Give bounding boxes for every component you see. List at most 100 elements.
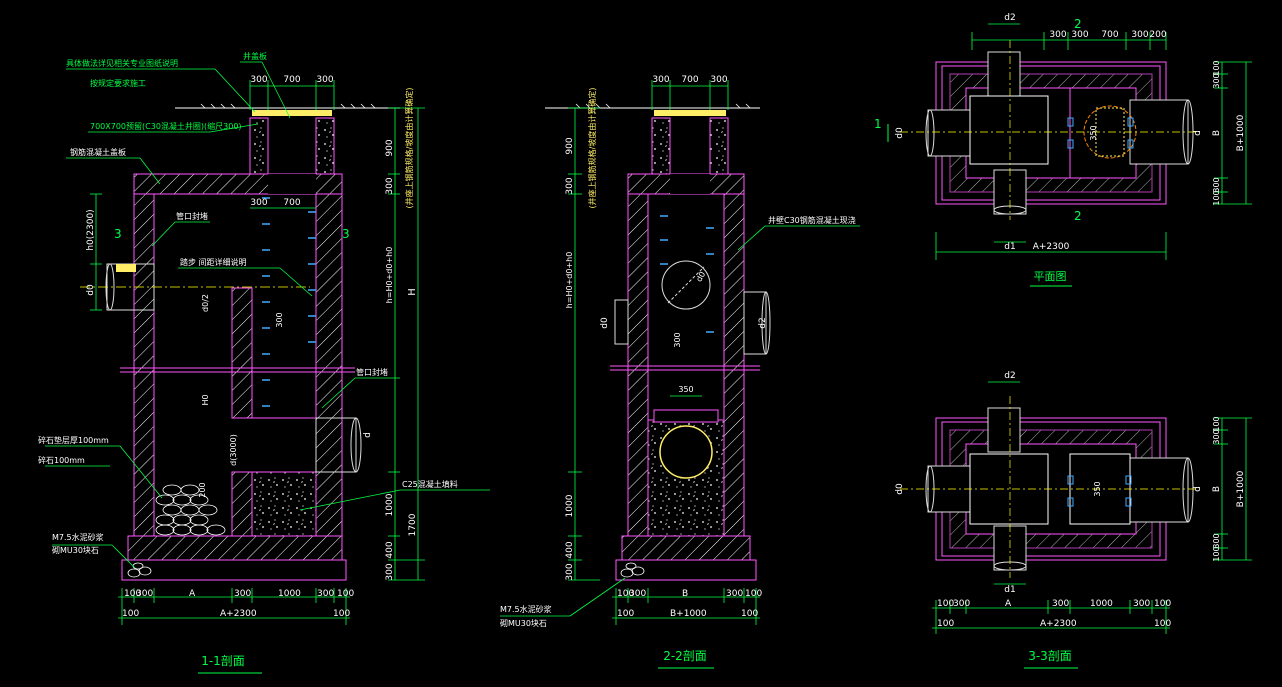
s1-inner-v-5: 200	[198, 482, 207, 497]
s2-inner-2: d2	[758, 317, 768, 328]
plan-pipe-top	[987, 51, 1021, 97]
s2-bot-total-1: 100	[617, 609, 634, 619]
s2-side-note: (井座上钢筋规格/坡度由计算确定)	[587, 88, 597, 209]
outlet-pipe-right	[315, 417, 357, 473]
neck-wall-left	[249, 117, 269, 175]
s1-top-note-1: 具体做法详见相关专业图纸说明	[66, 58, 178, 68]
s1-bot-total-2: A+2300	[220, 609, 257, 619]
s3-right-5: 100	[1212, 546, 1221, 561]
section1-dim-left	[90, 193, 102, 311]
s1-brick-label: 砌MU30块石	[52, 545, 99, 555]
s1-inner-v-1: d0/2	[201, 294, 210, 312]
s3-right-label: d	[1193, 486, 1203, 492]
side-pipe-left	[614, 299, 629, 345]
s2-bot-total-3: 100	[741, 609, 758, 619]
s2-left-1: 900	[565, 137, 575, 154]
s1-pipe-d: d	[363, 432, 373, 438]
manhole-cover	[252, 110, 332, 116]
s2-inner-1: d0	[600, 317, 610, 329]
plan-right-2: 300	[1212, 73, 1221, 88]
s1-manhole-cover-label: 井盖板	[243, 51, 267, 61]
s2-inner-4: 350	[678, 385, 693, 394]
section1-dim-top	[249, 80, 335, 209]
s1-left-2: d0	[86, 284, 96, 296]
s1-right-3: H	[407, 288, 418, 296]
side-pipe-right	[743, 291, 767, 355]
s1-pipe-label-lower: 管口封堵	[356, 367, 388, 377]
outer-wall-right	[315, 193, 343, 537]
s2-left-6: 300	[565, 563, 575, 580]
section1-dim-top-3: 300	[316, 75, 333, 85]
s3-right-total: B+1000	[1236, 470, 1246, 507]
s3-bot-5: 1000	[1090, 599, 1113, 609]
s2-left-4: 1000	[565, 494, 575, 517]
section-2-2: 300 700 300 900 300 h=H0+d0+h0 1000 400 …	[500, 75, 860, 669]
s2-left-2: 300	[565, 177, 575, 194]
plan-mark-2a: 2	[1074, 17, 1082, 31]
neck-wall-right	[315, 117, 335, 175]
step-marks	[262, 197, 316, 407]
s2-bot-3: B	[682, 589, 688, 599]
s2-top-2: 700	[681, 75, 698, 85]
section3-title: 3-3剖面	[1028, 649, 1072, 663]
s3-right-2: 300	[1212, 429, 1221, 444]
plan-view: d2 300 300 700 300 200 100 300 B 300 100…	[874, 13, 1252, 287]
plan-top-5: 200	[1149, 30, 1166, 40]
s1-bot-total-1: 100	[122, 609, 139, 619]
s2-bot-total-2: B+1000	[670, 609, 707, 619]
section1-dim-top-1: 300	[250, 75, 267, 85]
s3-bot-4: 300	[1052, 599, 1069, 609]
s2-inner-5: d0	[694, 270, 707, 283]
s3-bot-total-3: 100	[1154, 619, 1171, 629]
s1-side-formula: h=H0+d0+h0	[385, 247, 394, 304]
section1-dim-right	[388, 107, 425, 581]
s2-wall-label: 井壁C30钢筋混凝土现浇	[768, 215, 856, 225]
s3-bot-2: 300	[953, 599, 970, 609]
section1-title: 1-1剖面	[201, 654, 245, 668]
s1-pipe-label-upper: 管口封堵	[176, 211, 208, 221]
plan-top-1: 300	[1049, 30, 1066, 40]
plan-title: 平面图	[1034, 270, 1067, 283]
s3-top-label: d2	[1004, 371, 1015, 381]
s1-right-6: 400	[385, 541, 395, 558]
section1-dim-bottom	[118, 588, 350, 625]
section-3-3: d2 d1 d0 d 350 100 300 B 300 100 B+1000 …	[895, 371, 1252, 669]
s3-right-3: B	[1212, 486, 1222, 492]
s1-left-1: h0(2300)	[86, 209, 96, 250]
s2-bot-2: 300	[629, 589, 646, 599]
s1-bot-7: 100	[337, 589, 354, 599]
plan-right-5: 100	[1212, 190, 1221, 205]
s1-side-note: (井座上钢筋规格/坡度由计算确定)	[404, 88, 414, 209]
s2-mortar-label: M7.5水泥砂浆	[500, 604, 552, 614]
s1-right-7: 300	[385, 563, 395, 580]
plan-chamber	[969, 95, 1049, 165]
section1-dim-inner-1: 300	[250, 198, 267, 208]
s3-right-4: 300	[1212, 533, 1221, 548]
s3-bot-total-2: A+2300	[1040, 619, 1077, 629]
plan-right-4: 300	[1212, 177, 1221, 192]
inner-wall	[231, 287, 253, 419]
base-slab-2	[621, 535, 751, 561]
s1-concrete-label: C25混凝土填料	[402, 479, 458, 489]
s1-gravel-label: 碎石垫层厚100mm	[38, 435, 109, 445]
section1-dim-top-2: 700	[283, 75, 300, 85]
plan-top-4: 300	[1131, 30, 1148, 40]
s1-right-5: 1700	[408, 513, 418, 536]
plan-mark-2b: 2	[1074, 209, 1082, 223]
plan-bottom-dim: A+2300	[1033, 242, 1070, 252]
s1-step-label: 踏步 间距详细说明	[180, 257, 247, 267]
s1-roof-slab-label: 钢筋混凝土盖板	[70, 147, 126, 157]
s1-inner-v-3: d(3000)	[229, 434, 238, 466]
s1-inner-v-2: H0	[201, 394, 210, 405]
s1-bot-6: 300	[317, 589, 334, 599]
pipe-circle-upper	[661, 260, 711, 310]
s2-left-5: 400	[565, 541, 575, 558]
s1-bot-2: 300	[136, 589, 153, 599]
plan-mark-1a: 1	[874, 117, 882, 131]
plan-right-3: B	[1212, 130, 1222, 136]
s1-mortar-label: M7.5水泥砂浆	[52, 532, 104, 542]
plan-top-label: d2	[1004, 13, 1015, 23]
s2-bot-5: 100	[745, 589, 762, 599]
s1-bot-3: A	[189, 589, 196, 599]
neck-wall-right-2	[709, 117, 729, 175]
